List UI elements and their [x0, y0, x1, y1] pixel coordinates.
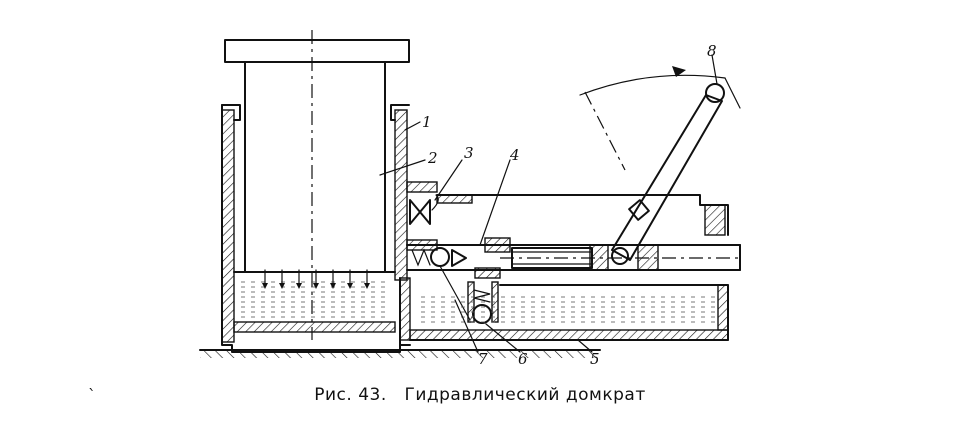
label-8: 8 — [707, 42, 717, 60]
caption-prefix: Рис. 43. — [314, 385, 387, 405]
release-valve — [406, 181, 439, 225]
label-2: 2 — [427, 149, 438, 167]
pump-housing — [406, 194, 741, 279]
cylinder-body — [221, 104, 411, 353]
pump-handle — [579, 66, 741, 265]
caption-title: Гидравлический домкрат — [404, 385, 646, 405]
figure-caption: Рис. 43. Гидравлический домкрат — [0, 385, 960, 405]
label-6: 6 — [518, 350, 528, 368]
leader-lines — [379, 54, 718, 353]
stray-mark: ` — [88, 386, 96, 405]
label-7: 7 — [478, 350, 488, 368]
label-4: 4 — [509, 146, 520, 164]
label-5: 5 — [590, 350, 600, 368]
label-1: 1 — [422, 113, 432, 131]
pressure-arrows — [262, 269, 370, 289]
label-3: 3 — [464, 144, 474, 162]
reservoir — [399, 277, 729, 351]
